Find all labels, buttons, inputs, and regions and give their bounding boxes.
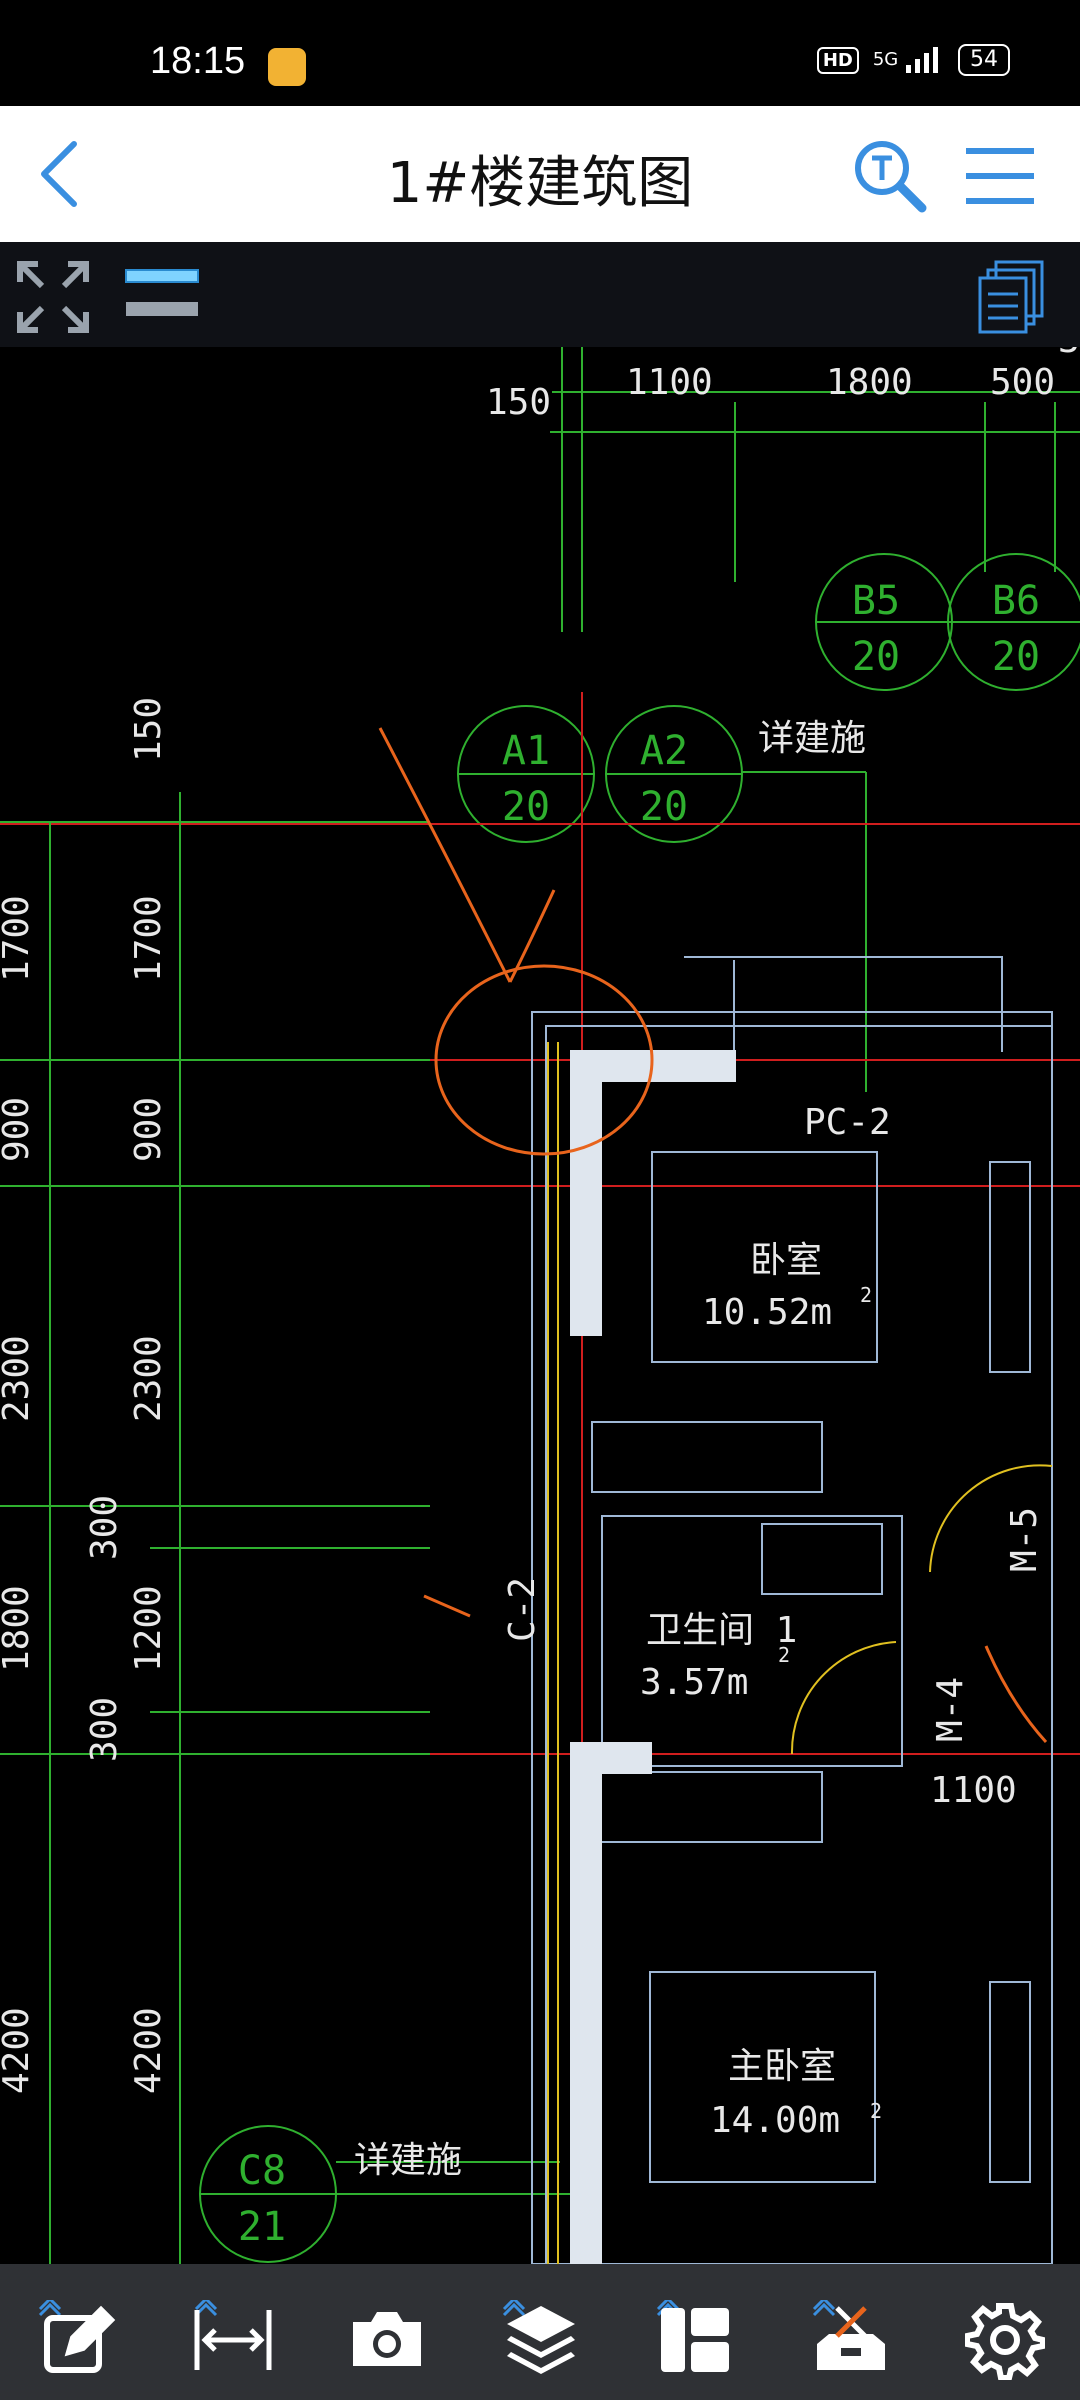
edit-icon [44, 2305, 116, 2373]
text-search-button[interactable] [850, 136, 930, 216]
bubble-a2-bottom: 20 [640, 784, 688, 830]
label-master: 主卧室 [728, 2046, 836, 2087]
layer-bars-icon [125, 269, 199, 316]
label-bedroom-area: 10.52m [702, 1292, 832, 1333]
dim-2300-left: 2300 [128, 1335, 169, 1422]
status-icons: HD 5G 54 [816, 44, 1010, 76]
dim-150-top: 150 [486, 382, 551, 423]
network-type: 5G [872, 49, 899, 70]
dim-2300-edge: 2300 [0, 1335, 37, 1422]
dim-900-left: 900 [128, 1097, 169, 1162]
hd-icon: HD [816, 46, 859, 74]
battery-icon: 54 [958, 44, 1010, 76]
menu-icon [966, 148, 1034, 204]
dim-900-edge: 900 [0, 1097, 37, 1162]
bubble-c8-bottom: 21 [238, 2204, 286, 2250]
layer-toggle[interactable] [124, 266, 200, 326]
document-stack-icon [978, 260, 1044, 334]
dim-4200-left: 4200 [128, 2007, 169, 2094]
dim-1200-left: 1200 [128, 1585, 169, 1672]
note-xiangjianshi-top: 详建施 [758, 718, 866, 759]
dim-1800-top: 1800 [826, 362, 913, 403]
toolbox-icon [817, 2306, 885, 2370]
chevron-up-icon [812, 2300, 836, 2317]
note-xiangjianshi-bottom: 详建施 [354, 2140, 462, 2181]
chevron-up-icon [502, 2300, 526, 2317]
bottom-toolbar [0, 2264, 1080, 2400]
layout-tool-button[interactable] [630, 2264, 760, 2400]
drawing-canvas[interactable]: B5 20 B6 20 A1 20 A2 20 C8 21 [0, 242, 1080, 2264]
dim-1100-top: 1100 [626, 362, 713, 403]
canvas-toolbar [0, 242, 1080, 347]
label-m4: M-4 [930, 1677, 971, 1742]
dim-1100-mid: 1100 [930, 1770, 1017, 1811]
measure-tool-button[interactable] [168, 2264, 298, 2400]
label-bathroom: 卫生间 1 [646, 1610, 797, 1651]
dim-1700-left: 1700 [128, 895, 169, 982]
measure-icon [194, 2310, 272, 2370]
app-bar: 1#楼建筑图 [0, 106, 1080, 242]
cad-drawing: B5 20 B6 20 A1 20 A2 20 C8 21 [0, 242, 1080, 2264]
dim-300-left-b: 300 [84, 1697, 125, 1762]
dim-500-top: 500 [990, 362, 1055, 403]
bubble-a1-top: A1 [502, 728, 550, 774]
annotate-tool-button[interactable] [12, 2264, 142, 2400]
bubble-b6-bottom: 20 [992, 634, 1040, 680]
app-notification-icon [268, 48, 306, 86]
menu-button[interactable] [960, 136, 1040, 216]
label-m5: M-5 [1004, 1507, 1045, 1572]
label-pc2: PC-2 [804, 1102, 891, 1143]
back-arrow-icon [41, 141, 77, 207]
label-bedroom-sup: 2 [860, 1283, 872, 1307]
bubble-b5-bottom: 20 [852, 634, 900, 680]
dim-1800-edge: 1800 [0, 1585, 37, 1672]
camera-icon [353, 2312, 421, 2366]
settings-tool-button[interactable] [940, 2264, 1070, 2400]
layout-icon [661, 2308, 729, 2372]
bubble-b6-top: B6 [992, 578, 1040, 624]
chevron-up-icon [38, 2300, 62, 2317]
dim-300-left-a: 300 [84, 1495, 125, 1560]
bubble-c8-top: C8 [238, 2148, 286, 2194]
back-button[interactable] [30, 136, 100, 212]
bubble-a1-bottom: 20 [502, 784, 550, 830]
dim-1700-edge: 1700 [0, 895, 37, 982]
label-master-sup: 2 [870, 2099, 882, 2123]
text-search-icon [855, 141, 927, 213]
bubble-a2-top: A2 [640, 728, 688, 774]
camera-tool-button[interactable] [322, 2264, 452, 2400]
bubble-b5-top: B5 [852, 578, 900, 624]
dim-150-left: 150 [128, 697, 169, 762]
page-title: 1#楼建筑图 [386, 151, 694, 216]
status-bar: 18:15 HD 5G 54 [0, 0, 1080, 106]
dim-4200-edge: 4200 [0, 2007, 37, 2094]
label-bedroom: 卧室 [750, 1240, 822, 1281]
fullscreen-button[interactable] [16, 260, 90, 334]
expand-icon [17, 261, 89, 333]
label-c2: C-2 [502, 1577, 543, 1642]
layers-tool-button[interactable] [476, 2264, 606, 2400]
gear-icon [965, 2303, 1045, 2380]
sheet-list-button[interactable] [978, 258, 1048, 334]
markup-annotation [378, 727, 1048, 1744]
toolbox-tool-button[interactable] [786, 2264, 916, 2400]
label-bathroom-sup: 2 [778, 1643, 790, 1667]
layers-icon [507, 2306, 575, 2374]
label-bathroom-area: 3.57m [640, 1662, 748, 1703]
signal-icon: 5G [873, 45, 944, 75]
label-master-area: 14.00m [710, 2100, 840, 2141]
status-time: 18:15 [150, 40, 246, 82]
